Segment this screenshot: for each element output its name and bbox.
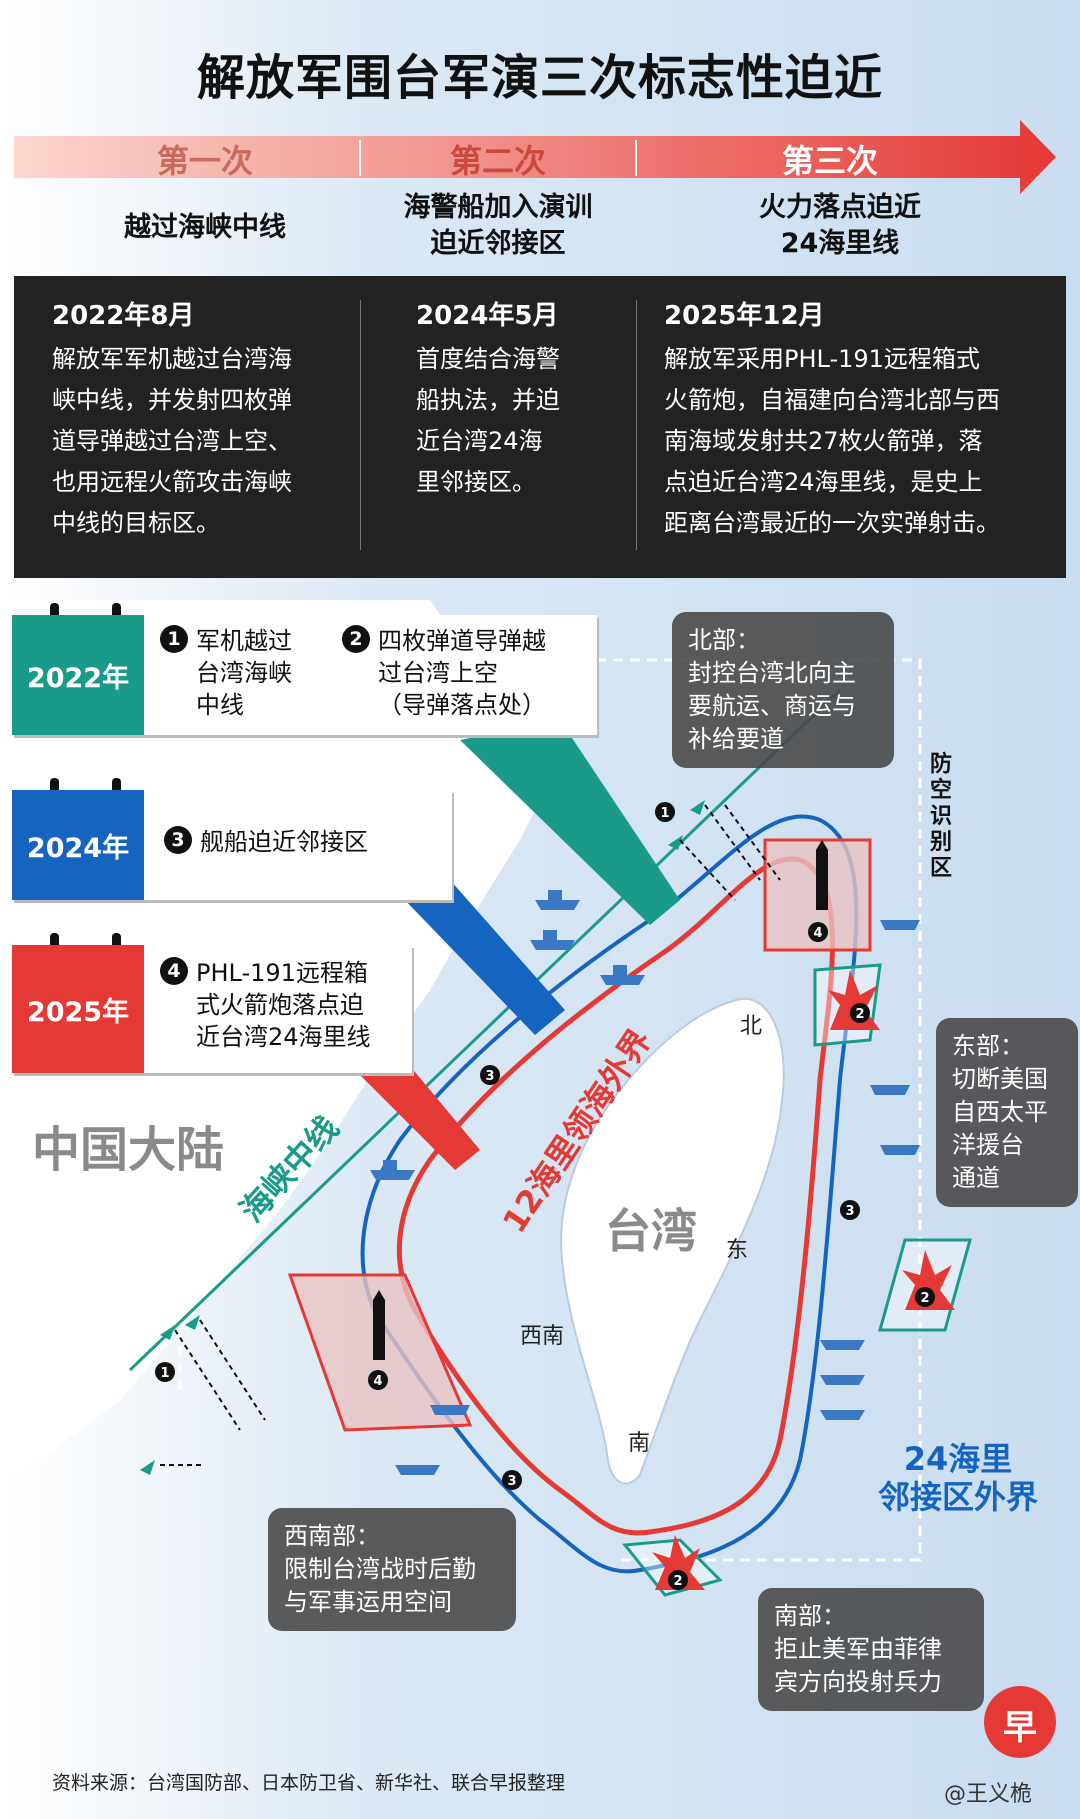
svg-text:2: 2	[920, 1291, 929, 1306]
territorial-sea-line	[396, 856, 835, 1536]
pointer-arrow-2024	[400, 880, 565, 1035]
svg-text:4: 4	[813, 926, 822, 941]
median-line	[128, 688, 842, 1372]
label-taiwan: 台湾	[605, 1204, 697, 1258]
region-south: 南部： 拒止美军由菲律 宾方向投射兵力	[758, 1588, 984, 1711]
label-dir-north: 北	[740, 1014, 763, 1039]
phase-subtitle-2: 海警船加入演训 迫近邻接区	[403, 192, 593, 259]
pointer-arrow-2022	[460, 720, 680, 925]
event-2024: 2024年5月 首度结合海警 船执法，并迫 近台湾24海 里邻接区。	[416, 301, 560, 496]
timeline-divider	[636, 300, 637, 550]
event-2025: 2025年12月 解放军采用PHL-191远程箱式 火箭炮，自福建向台湾北部与西…	[664, 301, 1000, 537]
label-contiguous: 24海里 邻接区外界	[878, 1440, 1039, 1516]
legend-card-2022: 2022年 1 军机越过 台湾海峡 中线 2 四枚弹道导弹越 过台湾上空 （导弹…	[12, 603, 597, 735]
label-dir-southwest: 西南	[520, 1324, 565, 1349]
svg-text:1: 1	[160, 1366, 169, 1381]
phase-label-1: 第一次	[156, 142, 253, 180]
region-north: 北部： 封控台湾北向主 要航运、商运与 补给要道	[672, 612, 894, 768]
label-mainland: 中国大陆	[32, 1122, 225, 1178]
label-dir-south: 南	[628, 1431, 651, 1456]
pointer-arrow-2025	[355, 1060, 480, 1170]
label-dir-east: 东	[726, 1238, 749, 1263]
contiguous-zone-line	[360, 814, 859, 1574]
timeline-box	[14, 276, 1066, 578]
phase-subtitle-3: 火力落点迫近 24海里线	[759, 192, 921, 259]
event-2022: 2022年8月 解放军军机越过台湾海 峡中线，并发射四枚弹 道导弹越过台湾上空、…	[52, 301, 292, 537]
legend-item-2: 2 四枚弹道导弹越 过台湾上空 （导弹落点处）	[342, 625, 546, 721]
svg-text:4: 4	[373, 1374, 382, 1389]
logo-circle	[984, 1686, 1056, 1758]
label-adiz: 防 空 识 别 区	[930, 752, 953, 881]
svg-text:2: 2	[855, 1007, 864, 1022]
svg-text:3: 3	[845, 1204, 854, 1219]
svg-text:2: 2	[673, 1574, 682, 1589]
legend-card-2025: 2025年 4 PHL-191远程箱 式火箭炮落点迫 近台湾24海里线	[12, 933, 412, 1073]
taiwan-island	[560, 997, 785, 1485]
region-east: 东部： 切断美国 自西太平 洋援台 通道	[936, 1018, 1078, 1207]
legend-item-4: 4 PHL-191远程箱 式火箭炮落点迫 近台湾24海里线	[160, 957, 371, 1053]
svg-text:3: 3	[507, 1474, 516, 1489]
legend-year: 2024年	[12, 790, 144, 900]
svg-text:1: 1	[660, 806, 669, 821]
phase-subtitle-1: 越过海峡中线	[124, 212, 286, 243]
page-title: 解放军围台军演三次标志性迫近	[196, 50, 883, 106]
legend-year: 2025年	[12, 945, 144, 1073]
logo-text: 早	[1003, 1708, 1037, 1748]
region-southwest: 西南部： 限制台湾战时后勤 与军事运用空间	[268, 1508, 516, 1631]
legend-year: 2022年	[12, 615, 144, 735]
watermark: @王义桅	[944, 1782, 1033, 1807]
timeline-divider	[360, 300, 361, 550]
phase-label-2: 第二次	[449, 142, 546, 180]
svg-text:3: 3	[485, 1069, 494, 1084]
legend-item-1: 1 军机越过 台湾海峡 中线	[160, 625, 292, 721]
source-note: 资料来源：台湾国防部、日本防卫省、新华社、联合早报整理	[52, 1772, 566, 1794]
phase-arrow	[14, 120, 1056, 194]
phase-label-3: 第三次	[781, 142, 878, 180]
